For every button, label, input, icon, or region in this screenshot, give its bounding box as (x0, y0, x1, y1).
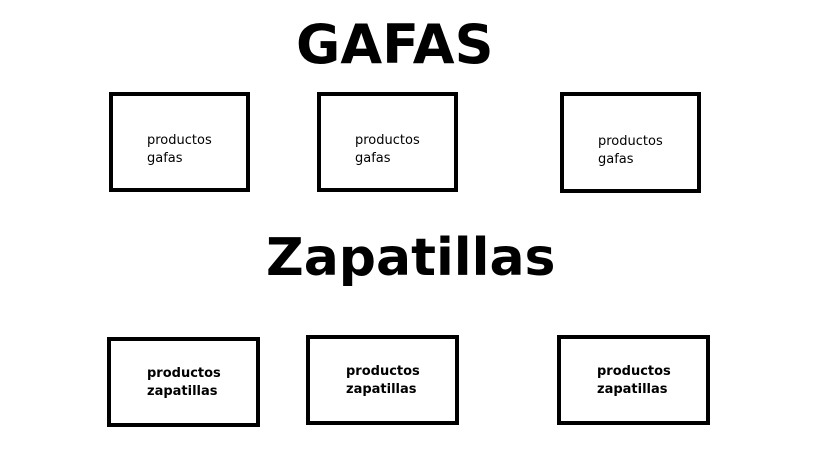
product-card-zapatillas-1[interactable]: productos zapatillas (107, 337, 260, 427)
card-label-line1: productos (147, 133, 212, 148)
card-label-line1: productos (598, 134, 663, 149)
product-card-gafas-1[interactable]: productos gafas (109, 92, 250, 192)
card-label: productos gafas (355, 132, 420, 168)
card-label: productos zapatillas (147, 365, 221, 401)
card-label-line1: productos (355, 133, 420, 148)
section-title-zapatillas: Zapatillas (266, 228, 556, 288)
card-label: productos gafas (147, 132, 212, 168)
card-label-line1: productos (147, 366, 221, 381)
card-label-line2: gafas (355, 151, 391, 166)
card-label: productos gafas (598, 133, 663, 169)
product-card-zapatillas-3[interactable]: productos zapatillas (557, 335, 710, 425)
card-label: productos zapatillas (346, 363, 420, 399)
card-label-line2: zapatillas (597, 382, 668, 397)
product-card-zapatillas-2[interactable]: productos zapatillas (306, 335, 459, 425)
product-card-gafas-2[interactable]: productos gafas (317, 92, 458, 192)
card-label-line2: gafas (147, 151, 183, 166)
card-label-line2: gafas (598, 152, 634, 167)
product-card-gafas-3[interactable]: productos gafas (560, 92, 701, 193)
card-label-line2: zapatillas (147, 384, 218, 399)
card-label-line1: productos (346, 364, 420, 379)
card-label-line2: zapatillas (346, 382, 417, 397)
section-title-gafas: GAFAS (296, 13, 494, 76)
card-label-line1: productos (597, 364, 671, 379)
card-label: productos zapatillas (597, 363, 671, 399)
